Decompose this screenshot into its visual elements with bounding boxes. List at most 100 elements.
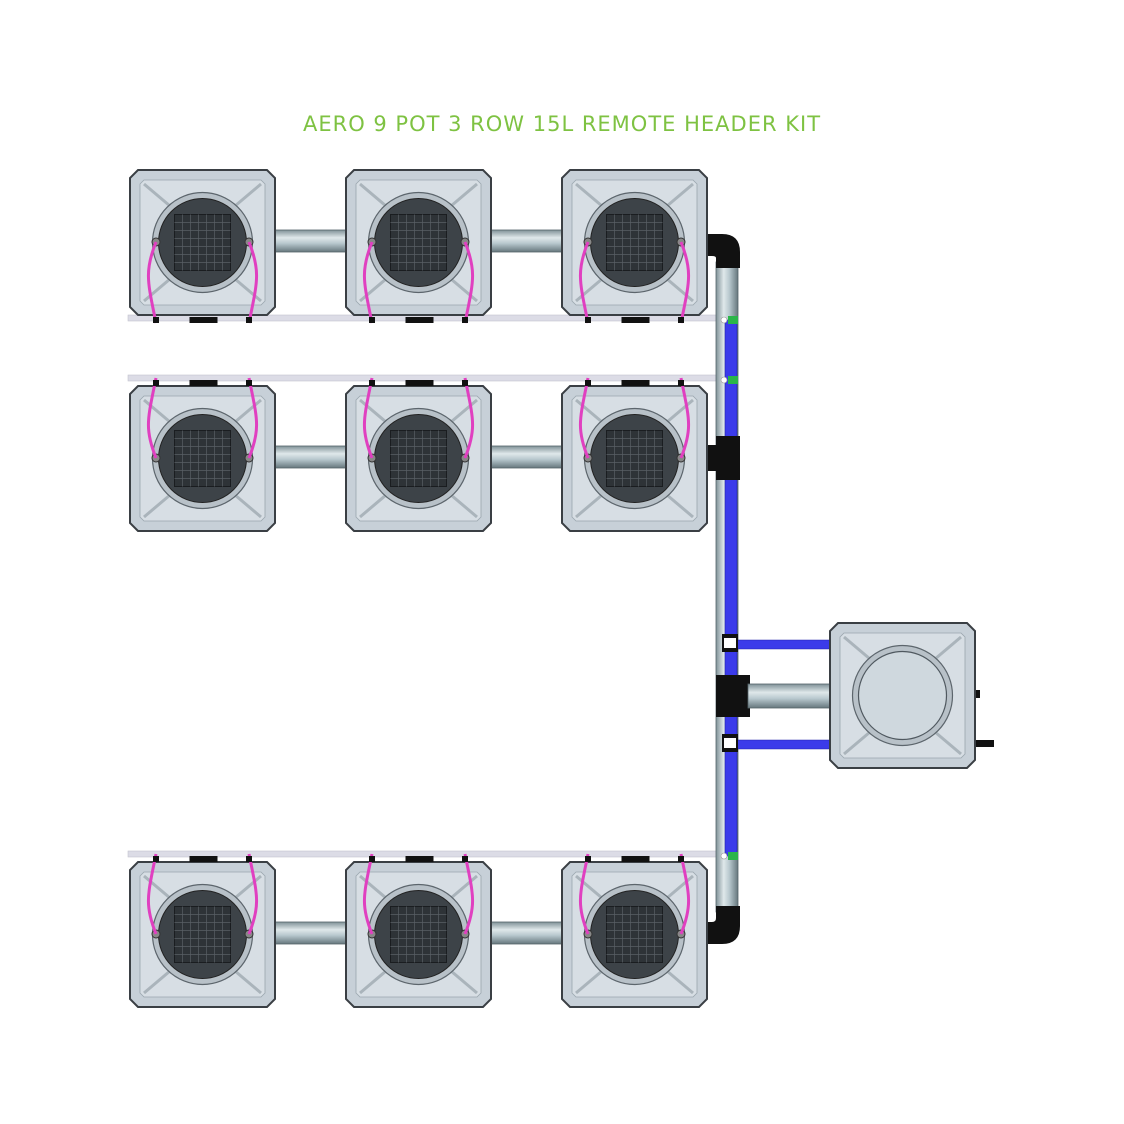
line-clip	[462, 317, 468, 323]
line-clip	[189, 856, 204, 862]
connector-node	[720, 852, 728, 860]
line-clip	[621, 317, 636, 323]
feed-header-pipe	[724, 319, 738, 857]
line-clip	[153, 856, 159, 862]
line-clip	[153, 317, 159, 323]
pot-facet	[843, 635, 962, 756]
pot-facet	[359, 398, 478, 519]
aero-pot-icon	[561, 385, 708, 532]
valve-window	[724, 638, 736, 648]
line-clip	[405, 317, 420, 323]
drip-line	[679, 377, 690, 459]
connector-green	[728, 376, 738, 384]
drip-line	[363, 241, 374, 324]
line-clip	[678, 317, 684, 323]
line-clip	[585, 380, 591, 386]
drip-line	[579, 241, 590, 324]
drip-line	[463, 377, 474, 459]
aero-pot-icon	[129, 385, 276, 532]
aero-pot-icon	[129, 169, 276, 316]
tank-lid	[857, 650, 948, 741]
aero-pot-icon	[561, 861, 708, 1008]
valve-window	[724, 738, 736, 748]
drip-line	[579, 377, 590, 459]
drip-line	[147, 241, 158, 324]
line-clip	[203, 380, 218, 386]
line-clip	[635, 380, 650, 386]
aero-pot-icon	[345, 861, 492, 1008]
drip-line	[463, 241, 474, 324]
pot-facet	[143, 398, 262, 519]
line-clip	[419, 380, 434, 386]
header-tank-icon	[829, 622, 976, 769]
line-clip	[246, 380, 252, 386]
connector-green	[728, 316, 738, 324]
net-basket-grid	[390, 430, 447, 487]
pot-facet	[575, 398, 694, 519]
tank-feed-pipe	[734, 739, 831, 750]
connector-node	[720, 376, 728, 384]
tank-link-pipe	[747, 683, 831, 709]
pot-link-pipe	[270, 921, 351, 945]
line-clip	[189, 380, 204, 386]
aero-pot-icon	[345, 385, 492, 532]
net-basket-grid	[390, 906, 447, 963]
line-clip	[405, 856, 420, 862]
line-clip	[462, 380, 468, 386]
line-clip	[246, 317, 252, 323]
connector-node	[720, 316, 728, 324]
elbow-fitting	[706, 234, 740, 268]
line-clip	[405, 380, 420, 386]
line-clip	[621, 856, 636, 862]
drip-line	[363, 853, 374, 935]
pot-facet	[359, 182, 478, 303]
drip-line	[147, 377, 158, 459]
connector-green	[728, 852, 738, 860]
elbow-fitting	[706, 906, 740, 944]
overlay-layer	[147, 241, 690, 935]
net-basket-grid	[174, 214, 231, 271]
net-basket-grid	[174, 906, 231, 963]
pot-facet	[359, 874, 478, 995]
drip-line	[579, 853, 590, 935]
pot-layer	[129, 169, 976, 1008]
line-clip	[419, 317, 434, 323]
tank-outlet	[972, 740, 994, 747]
line-clip	[419, 856, 434, 862]
line-clip	[462, 856, 468, 862]
aero-pot-icon	[345, 169, 492, 316]
net-basket-grid	[606, 906, 663, 963]
line-clip	[369, 380, 375, 386]
line-clip	[635, 856, 650, 862]
aero-pot-icon	[561, 169, 708, 316]
drip-line	[147, 853, 158, 935]
line-clip	[585, 317, 591, 323]
pot-link-pipe	[270, 229, 351, 253]
aero-pot-icon	[129, 861, 276, 1008]
line-clip	[369, 317, 375, 323]
line-clip	[621, 380, 636, 386]
pot-link-pipe	[486, 445, 567, 469]
pot-link-pipe	[486, 921, 567, 945]
net-basket-grid	[174, 430, 231, 487]
line-clip	[678, 856, 684, 862]
line-clip	[635, 317, 650, 323]
cross-fitting	[716, 675, 750, 717]
drip-line	[463, 853, 474, 935]
line-clip	[585, 856, 591, 862]
line-clip	[678, 380, 684, 386]
drip-line	[247, 853, 258, 935]
page-title: AERO 9 POT 3 ROW 15L REMOTE HEADER KIT	[302, 112, 822, 136]
line-clip	[369, 856, 375, 862]
tank-feed-pipe	[734, 639, 831, 650]
pipe-layer	[127, 229, 994, 945]
drip-line	[363, 377, 374, 459]
tee-fitting	[716, 436, 740, 480]
drip-line	[247, 377, 258, 459]
line-clip	[203, 856, 218, 862]
drip-line	[679, 241, 690, 324]
net-basket-grid	[390, 214, 447, 271]
pot-facet	[143, 874, 262, 995]
pot-facet	[143, 182, 262, 303]
